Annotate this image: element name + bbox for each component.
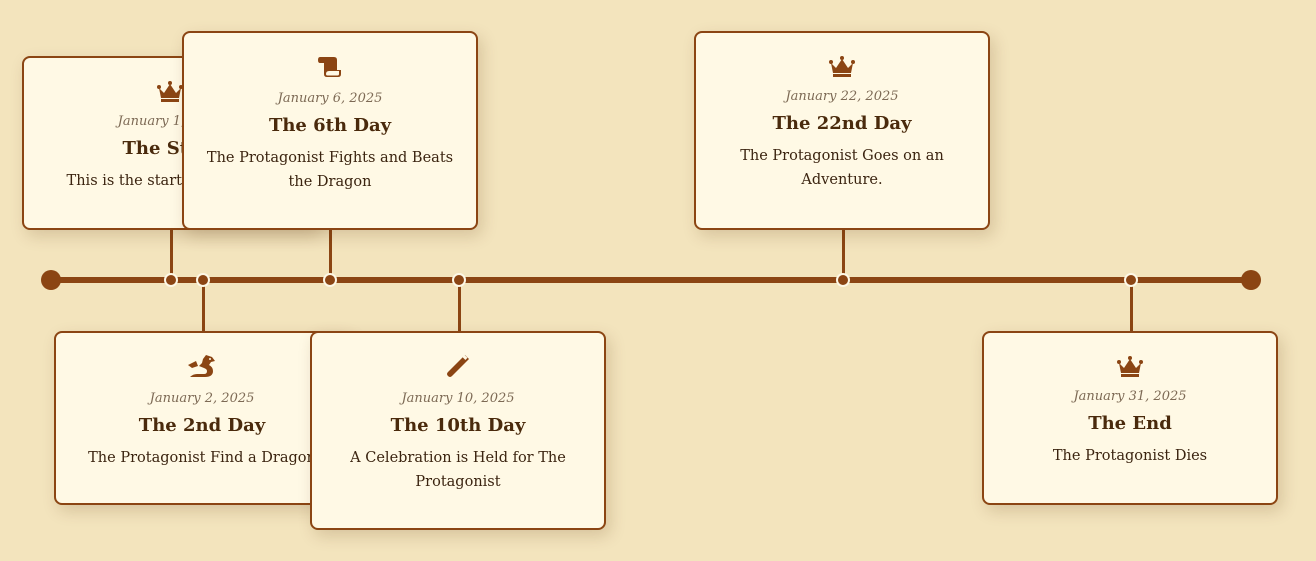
event-card-day6[interactable]: January 6, 2025 The 6th Day The Protagon…	[182, 31, 478, 230]
wand-icon	[447, 355, 469, 377]
event-date: January 6, 2025	[277, 91, 383, 106]
connector-day22	[842, 229, 845, 274]
event-card-day2[interactable]: January 2, 2025 The 2nd Day The Protagon…	[54, 331, 350, 505]
connector-end	[1130, 286, 1133, 331]
dragon-icon	[188, 355, 215, 377]
event-title: The 10th Day	[390, 415, 526, 436]
event-card-day22[interactable]: January 22, 2025 The 22nd Day The Protag…	[694, 31, 990, 230]
event-description: A Celebration is Held for The Protagonis…	[350, 450, 566, 490]
crown-icon	[157, 81, 183, 102]
crown-icon	[1117, 356, 1143, 377]
scroll-icon	[318, 57, 341, 77]
timeline-end-cap	[1241, 270, 1261, 290]
event-title: The 22nd Day	[772, 113, 912, 134]
event-title: The End	[1088, 413, 1172, 434]
event-date: January 22, 2025	[785, 89, 899, 104]
connector-start	[170, 229, 173, 274]
timeline-track	[50, 277, 1250, 283]
connector-day2	[202, 286, 205, 331]
crown-icon	[829, 56, 855, 77]
timeline-start-cap	[41, 270, 61, 290]
event-card-day10[interactable]: January 10, 2025 The 10th Day A Celebrat…	[310, 331, 606, 530]
event-description: The Protagonist Goes on an Adventure.	[740, 148, 944, 188]
event-date: January 2, 2025	[149, 391, 255, 406]
event-marker-day6[interactable]	[323, 273, 337, 287]
event-description: The Protagonist Dies	[1052, 448, 1208, 464]
event-title: The 2nd Day	[138, 415, 266, 436]
event-date: January 31, 2025	[1073, 389, 1187, 404]
event-marker-day22[interactable]	[836, 273, 850, 287]
event-marker-day2[interactable]	[196, 273, 210, 287]
event-marker-start[interactable]	[164, 273, 178, 287]
connector-day6	[329, 229, 332, 274]
event-description: The Protagonist Fights and Beats the Dra…	[206, 150, 454, 190]
event-marker-day10[interactable]	[452, 273, 466, 287]
event-description: The Protagonist Find a Dragon	[88, 450, 316, 466]
connector-day10	[458, 286, 461, 331]
event-title: The 6th Day	[268, 115, 392, 136]
event-card-end[interactable]: January 31, 2025 The End The Protagonist…	[982, 331, 1278, 505]
event-date: January 10, 2025	[401, 391, 515, 406]
event-marker-end[interactable]	[1124, 273, 1138, 287]
